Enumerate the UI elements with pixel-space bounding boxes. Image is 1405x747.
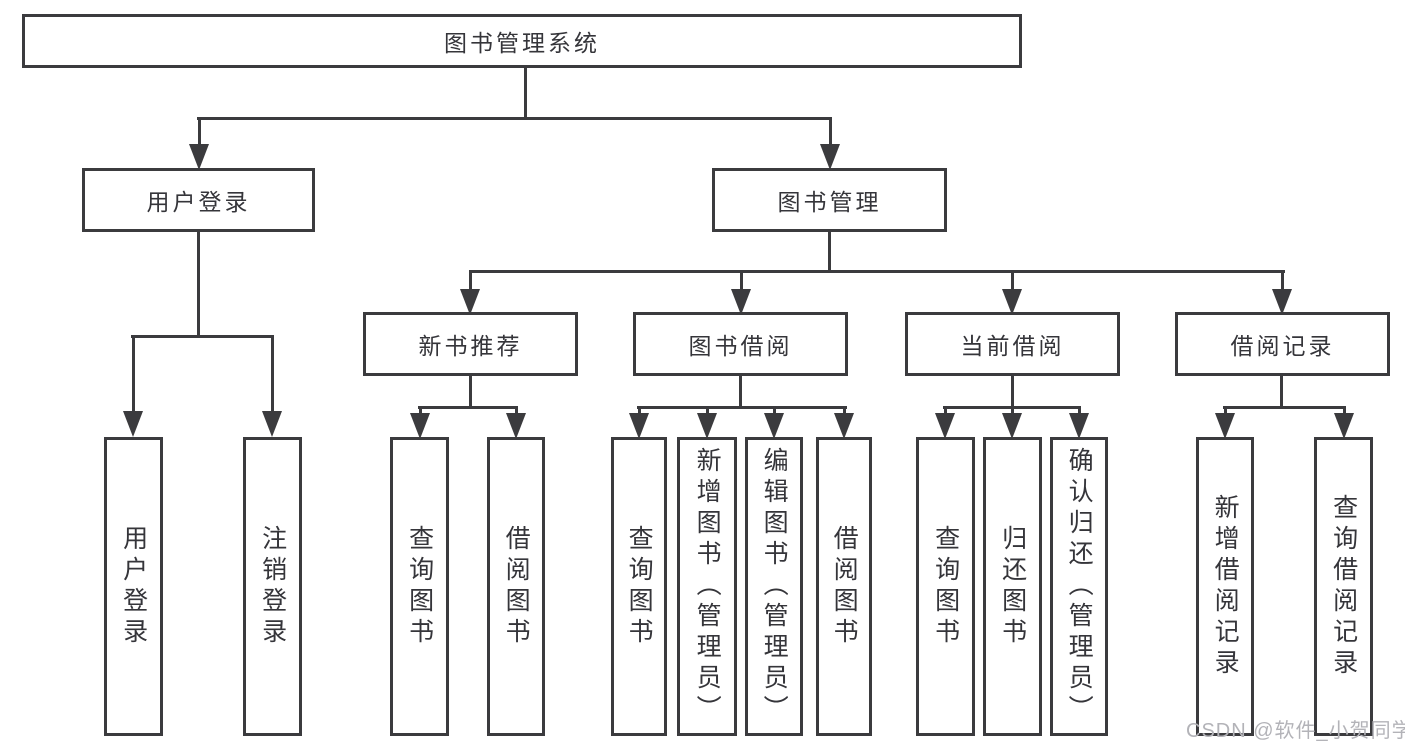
connector-arrow bbox=[1214, 406, 1236, 439]
connector-line bbox=[469, 376, 472, 408]
connector-line bbox=[197, 232, 200, 338]
connector-line bbox=[197, 117, 831, 120]
leaf-borrow-add-books-admin: 新增图书（管理员） bbox=[677, 437, 737, 736]
connector-arrow bbox=[763, 406, 785, 439]
connector-arrow bbox=[122, 335, 144, 437]
connector-arrow bbox=[730, 270, 752, 315]
connector-arrow bbox=[1001, 406, 1023, 439]
connector-line bbox=[739, 376, 742, 408]
node-user-login: 用户登录 bbox=[82, 168, 315, 232]
connector-line bbox=[828, 232, 831, 273]
node-borrow-records: 借阅记录 bbox=[1175, 312, 1390, 376]
connector-line bbox=[418, 406, 518, 409]
connector-arrow bbox=[819, 117, 841, 170]
leaf-user-login: 用户登录 bbox=[104, 437, 163, 736]
leaf-recommend-borrow-books: 借阅图书 bbox=[487, 437, 545, 736]
connector-line bbox=[1011, 376, 1014, 408]
leaf-current-confirm-return-admin: 确认归还（管理员） bbox=[1050, 437, 1108, 736]
node-current-borrow: 当前借阅 bbox=[905, 312, 1120, 376]
leaf-recommend-query-books: 查询图书 bbox=[390, 437, 449, 736]
connector-line bbox=[637, 406, 847, 409]
leaf-logout: 注销登录 bbox=[243, 437, 302, 736]
leaf-current-return-books: 归还图书 bbox=[983, 437, 1042, 736]
connector-line bbox=[469, 270, 1285, 273]
connector-arrow bbox=[459, 270, 481, 315]
connector-line bbox=[131, 335, 273, 338]
connector-arrow bbox=[1333, 406, 1355, 439]
connector-arrow bbox=[833, 406, 855, 439]
watermark-text: CSDN @软件_小贺同学 bbox=[1186, 720, 1405, 742]
connector-arrow bbox=[1068, 406, 1090, 439]
connector-arrow bbox=[409, 406, 431, 439]
connector-arrow bbox=[261, 335, 283, 437]
node-book-borrow: 图书借阅 bbox=[633, 312, 848, 376]
node-book-management: 图书管理 bbox=[712, 168, 947, 232]
leaf-current-query-books: 查询图书 bbox=[916, 437, 975, 736]
connector-arrow bbox=[628, 406, 650, 439]
node-root: 图书管理系统 bbox=[22, 14, 1022, 68]
connector-arrow bbox=[505, 406, 527, 439]
leaf-records-add-borrow-record: 新增借阅记录 bbox=[1196, 437, 1254, 736]
leaf-records-query-borrow-record: 查询借阅记录 bbox=[1314, 437, 1373, 736]
connector-line bbox=[1280, 376, 1283, 408]
connector-line bbox=[524, 68, 527, 120]
connector-arrow bbox=[934, 406, 956, 439]
leaf-borrow-edit-books-admin: 编辑图书（管理员） bbox=[745, 437, 803, 736]
connector-arrow bbox=[696, 406, 718, 439]
connector-arrow bbox=[188, 117, 210, 170]
connector-line bbox=[1223, 406, 1346, 409]
leaf-borrow-query-books: 查询图书 bbox=[611, 437, 667, 736]
connector-arrow bbox=[1271, 270, 1293, 315]
node-new-book-recommend: 新书推荐 bbox=[363, 312, 578, 376]
leaf-borrow-borrow-books: 借阅图书 bbox=[816, 437, 872, 736]
connector-arrow bbox=[1001, 270, 1023, 315]
